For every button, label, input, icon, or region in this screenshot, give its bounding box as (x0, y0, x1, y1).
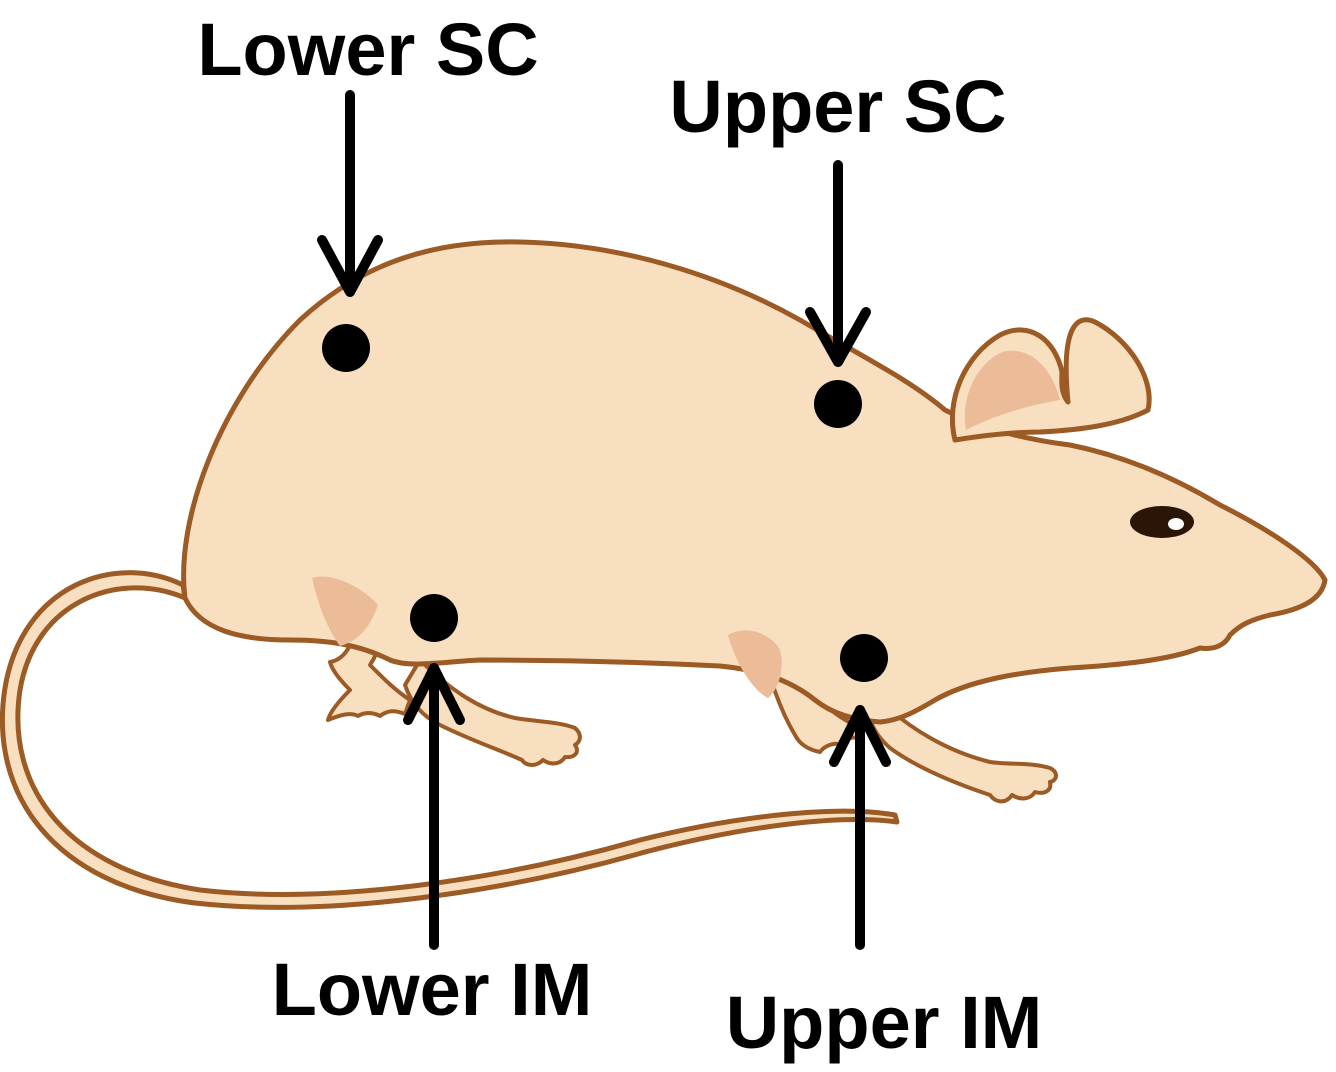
arrow-lower-im (408, 668, 460, 945)
arrow-lower-sc (322, 95, 378, 292)
label-upper-sc: Upper SC (669, 65, 1006, 148)
injection-site-upper-sc (814, 380, 862, 428)
injection-site-upper-im (840, 634, 888, 682)
label-upper-im: Upper IM (726, 981, 1043, 1064)
rat-eye (1130, 506, 1194, 538)
injection-site-lower-sc (322, 324, 370, 372)
label-lower-im: Lower IM (272, 948, 593, 1031)
injection-site-lower-im (410, 594, 458, 642)
arrow-upper-im (834, 710, 886, 945)
arrow-upper-sc (810, 165, 866, 362)
label-lower-sc: Lower SC (197, 8, 538, 91)
rat-ear (952, 320, 1149, 440)
